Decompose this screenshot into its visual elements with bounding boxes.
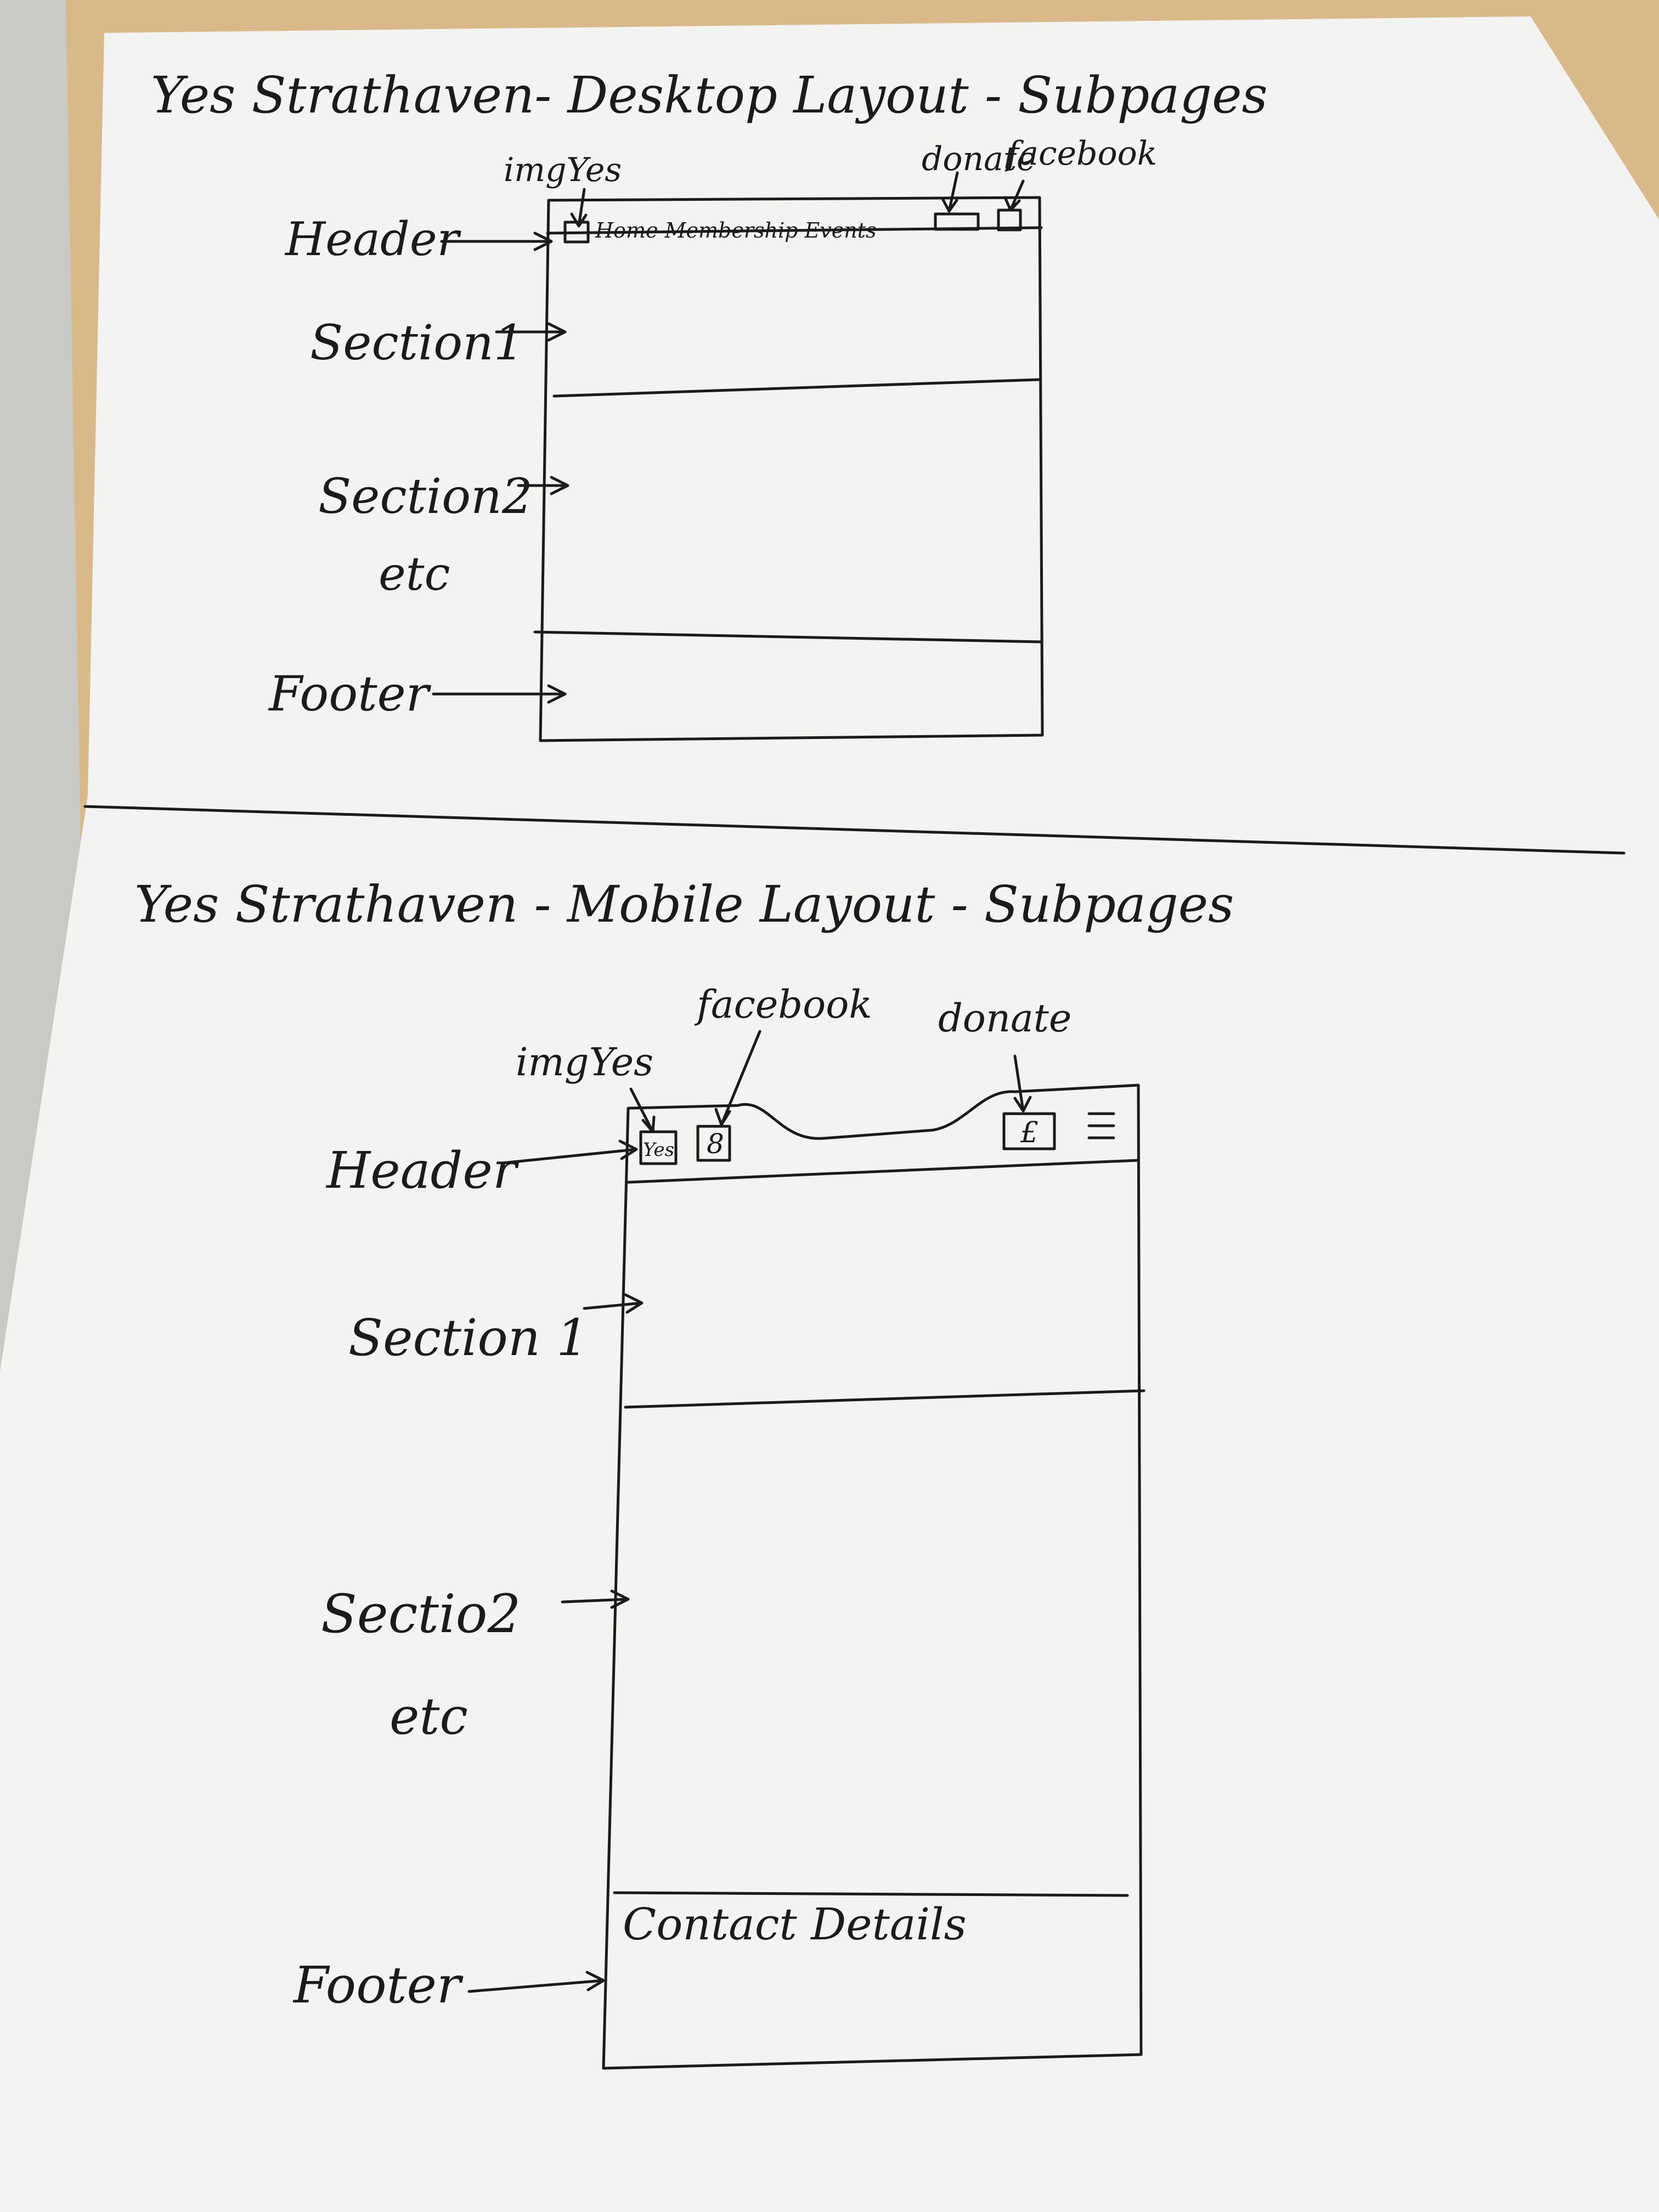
mobile-section1-label: Section 1: [348, 1308, 589, 1367]
mobile-facebook-glyph: 8: [707, 1128, 724, 1160]
mobile-menu-icon: [1087, 1112, 1115, 1139]
desktop-frame: [539, 196, 1044, 742]
mobile-donate-icon: [1002, 1112, 1056, 1150]
desktop-donate-label: donate: [922, 140, 1036, 178]
mobile-section1-arrow: [583, 1293, 644, 1314]
page-divider: [83, 805, 1626, 855]
desktop-header-label: Header: [284, 212, 462, 266]
desktop-img-arrow: [570, 188, 588, 228]
mobile-donate-glyph: £: [1020, 1116, 1039, 1149]
mobile-donate-label: donate: [938, 996, 1071, 1041]
desktop-donate-icon: [934, 212, 980, 231]
mobile-logo-glyph: Yes: [643, 1139, 674, 1161]
desktop-section1-divider: [552, 378, 1040, 398]
mobile-donate-arrow: [1013, 1054, 1032, 1113]
mobile-title: Yes Strathaven - Mobile Layout - Subpage…: [134, 875, 1234, 934]
desktop-section1-label: Section1: [310, 314, 524, 371]
desktop-footer-label: Footer: [268, 665, 432, 722]
desktop-nav-text: Home Membership Events: [595, 218, 877, 242]
mobile-header-divider: [627, 1159, 1140, 1184]
mobile-footer-contact-text: Contact Details: [623, 1899, 967, 1950]
mobile-etc-label: etc: [390, 1687, 468, 1746]
desktop-section2-label: Section2: [318, 468, 533, 524]
mobile-img-icon: [639, 1130, 678, 1165]
mobile-facebook-label: facebook: [694, 982, 872, 1027]
mobile-footer-label: Footer: [292, 1956, 464, 2015]
desktop-wireframe: [432, 171, 1044, 742]
desktop-footer-arrow: [432, 684, 567, 704]
desktop-donate-arrow: [941, 171, 959, 213]
mobile-section1-divider: [624, 1389, 1146, 1409]
mobile-section2-arrow: [561, 1589, 630, 1609]
mobile-section2-label: Sectio2: [321, 1583, 521, 1645]
back-sheet: [0, 0, 82, 1426]
mobile-header-label: Header: [325, 1141, 520, 1200]
mobile-footer-divider: [613, 1891, 1129, 1897]
desktop-facebook-arrow: [1003, 179, 1025, 212]
desktop-section2-arrow: [517, 476, 569, 495]
paper-sheet: [0, 16, 1659, 2212]
mobile-img-arrow: [629, 1087, 656, 1133]
mobile-img-label: imgYes: [516, 1040, 653, 1085]
desktop-section1-arrow: [495, 322, 567, 342]
desktop-footer-divider: [533, 630, 1043, 644]
mobile-facebook-arrow: [714, 1030, 761, 1126]
desktop-etc-label: etc: [379, 547, 450, 601]
desktop-img-label: imgYes: [504, 151, 622, 189]
mobile-footer-arrow: [467, 1971, 605, 1993]
mobile-frame: [602, 1084, 1143, 2070]
mobile-header-arrow: [500, 1139, 638, 1165]
desktop-title: Yes Strathaven- Desktop Layout - Subpage…: [151, 66, 1268, 125]
mobile-wireframe: [467, 1030, 1146, 2070]
desktop-facebook-label: facebook: [1005, 134, 1157, 173]
mobile-facebook-icon: [696, 1125, 731, 1162]
desktop-header-arrow: [440, 232, 553, 251]
